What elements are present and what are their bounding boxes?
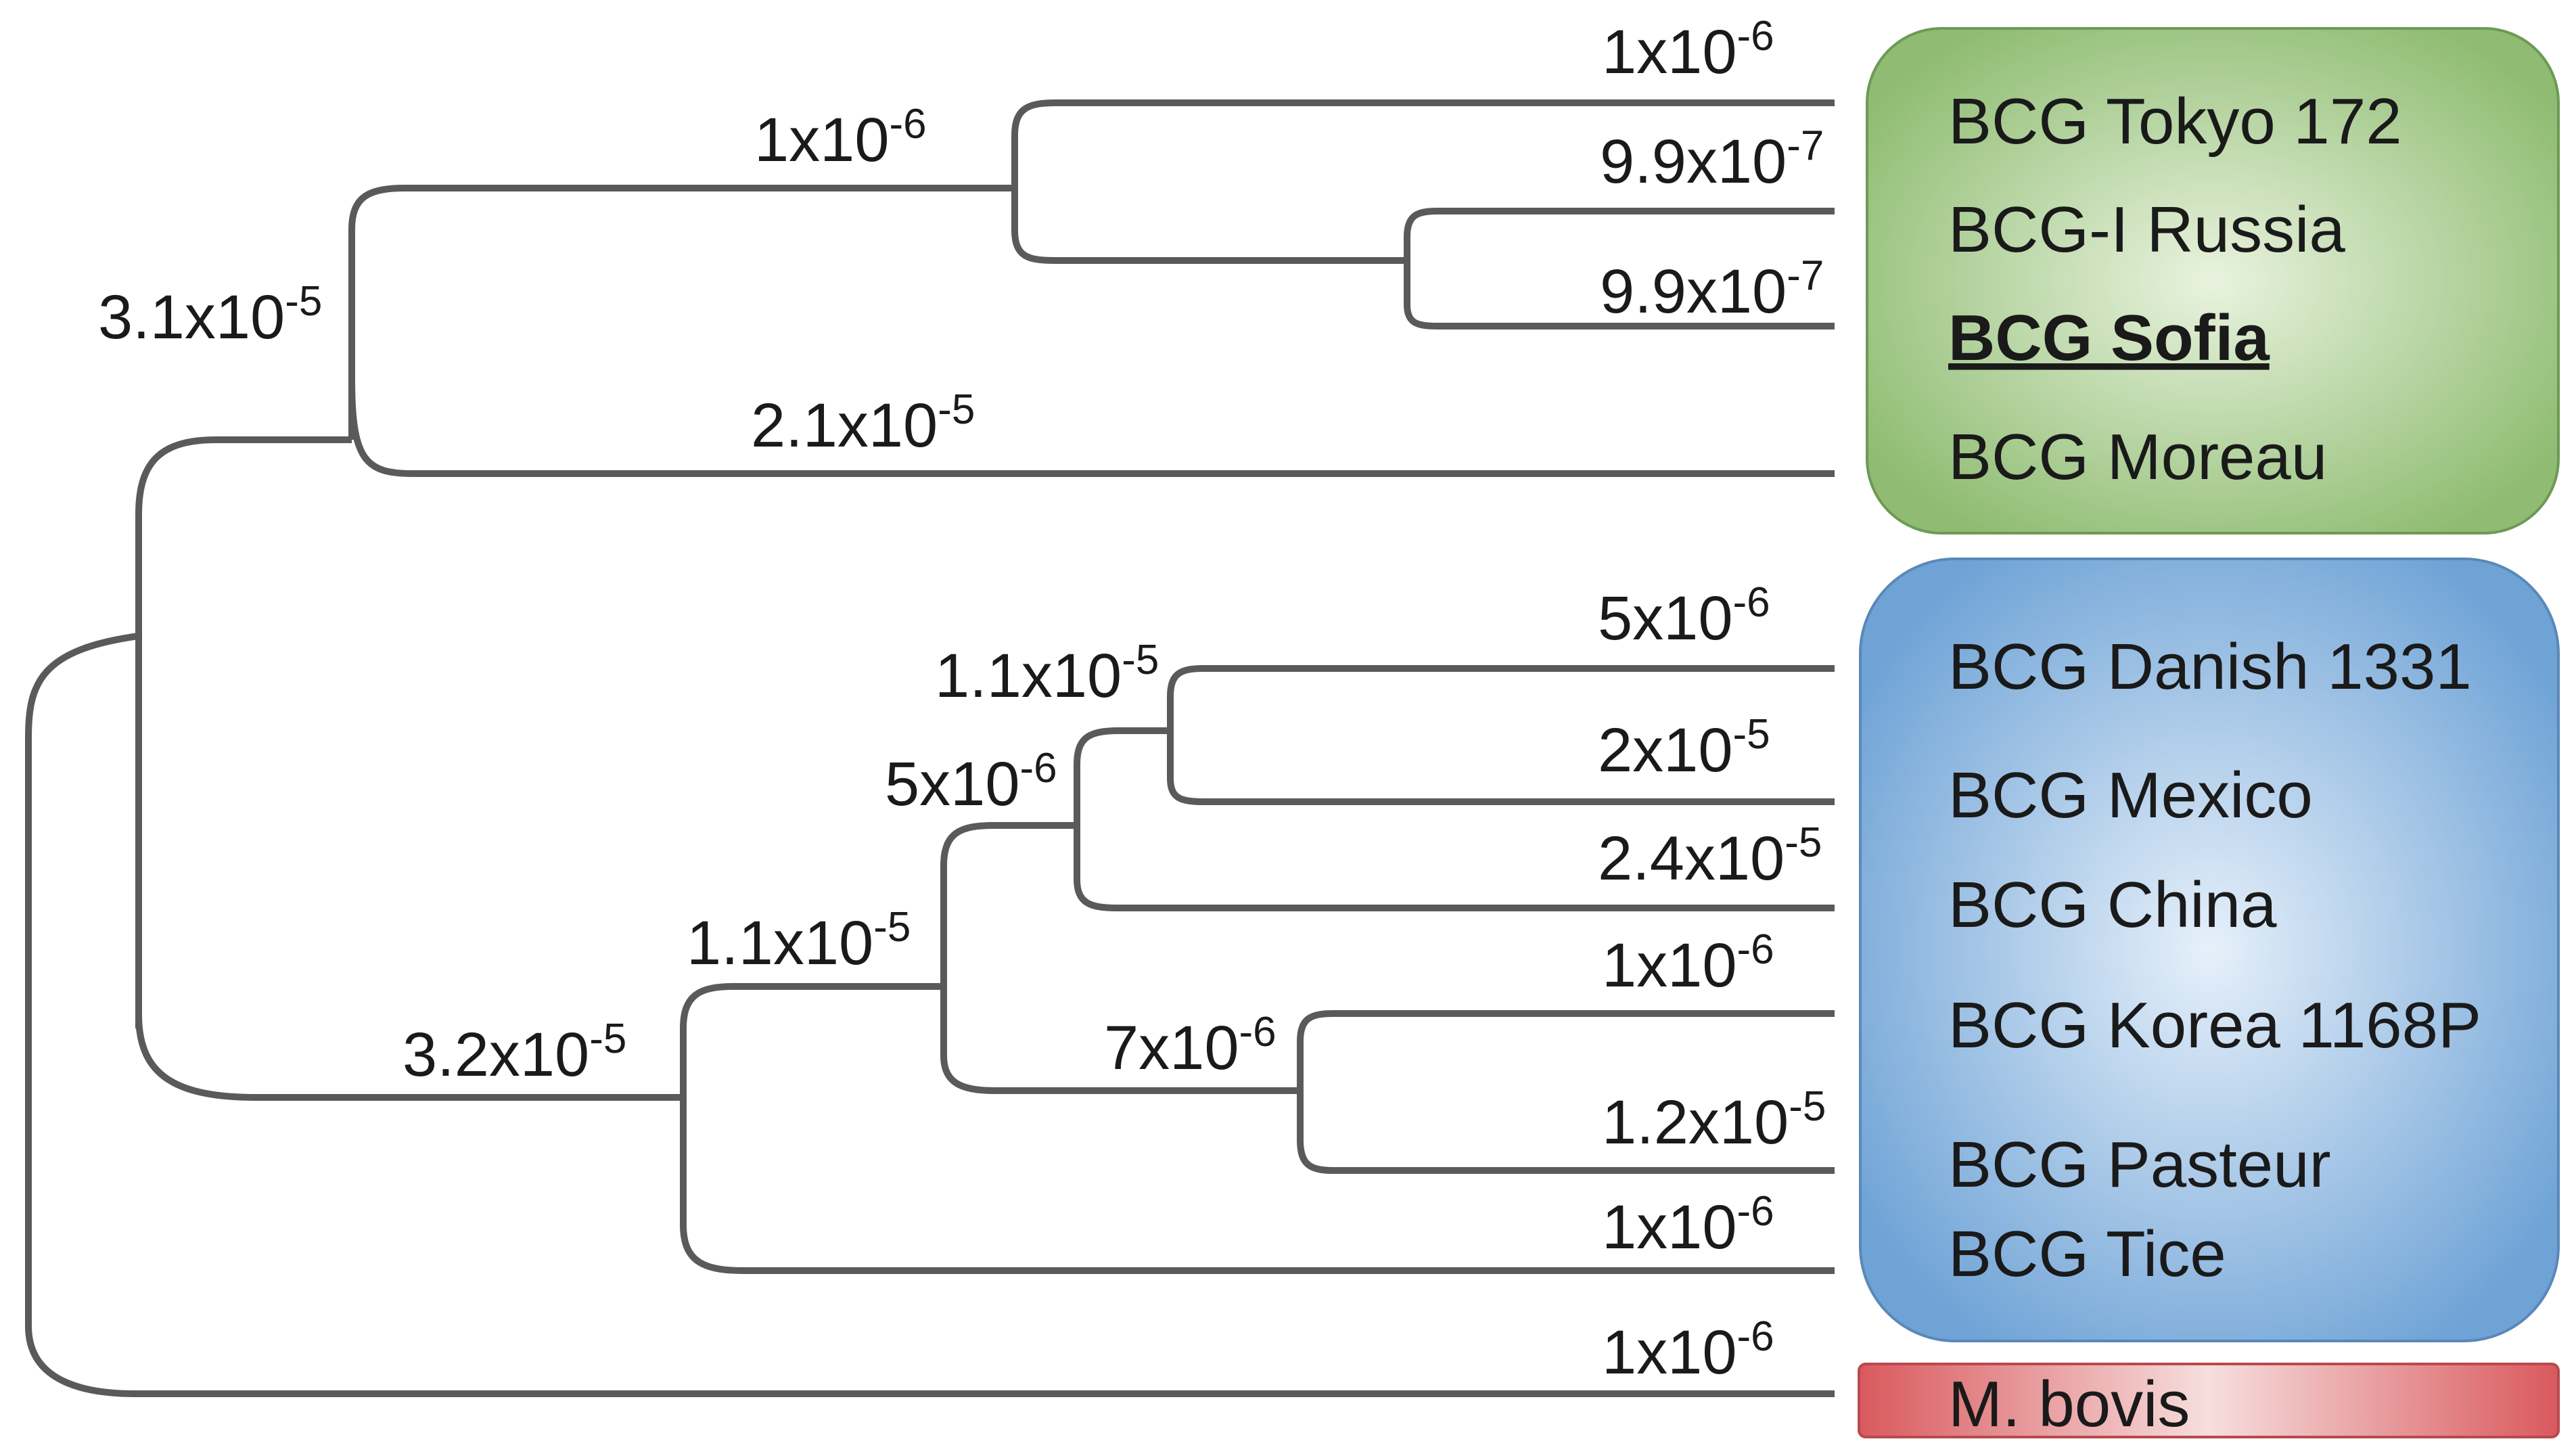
leaf-tice: BCG Tice (1948, 1218, 2226, 1290)
leaf-bovis: M. bovis (1948, 1368, 2190, 1440)
branch-mexico (1167, 731, 1835, 805)
bl-inner-blue: 1.1x10-5 (687, 904, 911, 978)
branch-dmc-up (1074, 727, 1170, 825)
bl-pasteur: 1.2x10-5 (1602, 1083, 1826, 1157)
branch-inner-blue-up (940, 822, 1077, 986)
branch-blue-node (680, 983, 944, 1097)
bl-mexico: 2x10-5 (1598, 711, 1770, 785)
bl-tice: 1x10-6 (1602, 1188, 1774, 1262)
branch-green-stem (135, 436, 352, 1028)
outgroup-box (1858, 1363, 2560, 1438)
bl-moreau: 2.1x10-5 (751, 386, 975, 460)
bl-bovis: 1x10-6 (1602, 1313, 1774, 1387)
bl-korea-pasteur: 7x10-6 (1104, 1009, 1276, 1083)
branch-blue-stem (135, 1014, 683, 1101)
branch-russia (1404, 208, 1835, 260)
leaf-labels: BCG Tokyo 172 BCG-I Russia BCG Sofia BCG… (1948, 85, 2481, 1440)
tree-branches (25, 99, 1835, 1397)
leaf-russia: BCG-I Russia (1948, 194, 2345, 266)
leaf-mexico: BCG Mexico (1948, 759, 2313, 832)
bl-danish-mexico: 1.1x10-5 (935, 637, 1159, 710)
branch-tice (680, 1097, 1835, 1274)
leaf-moreau: BCG Moreau (1948, 421, 2327, 493)
bl-sofia: 9.9x10-7 (1600, 252, 1824, 326)
bl-china: 2.4x10-5 (1598, 819, 1822, 893)
branch-sofia (1404, 260, 1835, 329)
bl-blue-clade: 3.2x10-5 (402, 1016, 626, 1089)
leaf-sofia: BCG Sofia (1948, 302, 2270, 374)
bl-green-clade: 3.1x10-5 (98, 278, 322, 352)
blue-clade-box (1859, 558, 2560, 1342)
root-branch (25, 633, 1835, 1397)
branch-danish (1167, 665, 1835, 731)
leaf-korea: BCG Korea 1168P (1948, 989, 2481, 1062)
leaf-tokyo: BCG Tokyo 172 (1948, 85, 2402, 158)
branch-tokyo-node (1011, 99, 1835, 188)
branch-pasteur (1297, 1091, 1835, 1174)
branch-inner-blue-down (940, 986, 1300, 1094)
branch-length-labels: 1x10-6 9.9x10-7 9.9x10-7 1x10-6 2.1x10-5… (98, 13, 1826, 1387)
bl-tokyo-clade: 1x10-6 (754, 101, 927, 175)
bl-korea: 1x10-6 (1602, 926, 1774, 1000)
bl-danish: 5x10-6 (1598, 579, 1770, 653)
branch-tokyo-lower (1011, 188, 1407, 264)
leaf-pasteur: BCG Pasteur (1948, 1129, 2331, 1201)
bl-dmc-clade: 5x10-6 (885, 745, 1057, 819)
leaf-danish: BCG Danish 1331 (1948, 631, 2472, 703)
branch-china (1074, 825, 1835, 911)
green-clade-box (1866, 27, 2560, 534)
bl-tokyo: 1x10-6 (1602, 13, 1774, 87)
bl-russia: 9.9x10-7 (1600, 122, 1824, 196)
branch-moreau-line (348, 378, 1835, 477)
branch-korea (1297, 1010, 1835, 1091)
branch-green-node (348, 185, 1015, 440)
leaf-china: BCG China (1948, 869, 2277, 941)
